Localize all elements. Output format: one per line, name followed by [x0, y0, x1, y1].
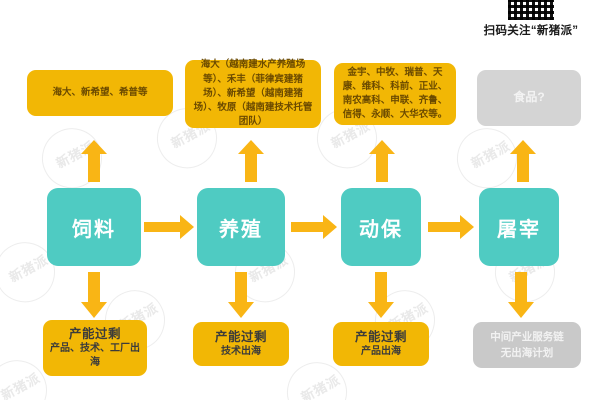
qr-caption: 扫码关注“新猪派” [483, 25, 579, 37]
qr-follow-block[interactable]: 扫码关注“新猪派” [472, 0, 590, 38]
arrow-right-feed-to-breeding [144, 215, 194, 239]
arrow-up-animal-health [369, 140, 395, 182]
companies-box-slaughter: 食品? [477, 70, 581, 126]
arrow-down-animal-health [368, 272, 394, 318]
stage-box-animal-health[interactable]: 动保 [341, 188, 421, 266]
arrow-down-slaughter [508, 272, 534, 318]
watermark: 新猪派 [446, 117, 528, 199]
outcome-title: 产能过剩 [354, 329, 407, 344]
watermark-text: 新猪派 [6, 252, 51, 286]
outcome-box-feed: 产能过剩 产品、技术、工厂出海 [43, 320, 147, 376]
watermark-text: 新猪派 [468, 138, 513, 172]
arrow-down-breeding [228, 272, 254, 318]
outcome-title: 产能过剩 [214, 329, 267, 344]
stage-box-breeding[interactable]: 养殖 [197, 188, 285, 266]
watermark: 新猪派 [276, 351, 358, 400]
stage-box-feed[interactable]: 饲料 [47, 188, 141, 266]
arrow-right-animal-health-to-slaughter [428, 215, 474, 239]
outcome-title: 产能过剩 [68, 326, 121, 341]
outcome-box-breeding: 产能过剩 技术出海 [193, 322, 289, 366]
watermark-text: 新猪派 [298, 372, 343, 400]
outcome-subtitle: 产品出海 [361, 346, 401, 358]
qr-code-icon[interactable] [508, 0, 554, 20]
arrow-up-feed [81, 140, 107, 182]
companies-box-breeding: 海大（越南建水产养殖场等）、禾丰（菲律宾建猪场）、新希望（越南建猪场）、牧原（越… [185, 59, 321, 128]
watermark: 新猪派 [0, 231, 66, 313]
arrow-down-feed [81, 272, 107, 318]
arrow-up-slaughter [510, 140, 536, 182]
companies-box-animal-health: 金宇、中牧、瑞普、天康、维科、科前、正业、南农高科、申联、齐鲁、信得、永顺、大华… [334, 63, 456, 125]
outcome-box-slaughter: 中间产业服务链 无出海计划 [473, 322, 581, 368]
stage-box-slaughter[interactable]: 屠宰 [479, 188, 559, 266]
watermark: 新猪派 [0, 349, 58, 400]
arrow-right-breeding-to-animal-health [291, 215, 337, 239]
arrow-up-breeding [238, 140, 264, 182]
companies-box-feed: 海大、新希望、希普等 [27, 70, 173, 116]
outcome-subtitle-line1: 中间产业服务链 [490, 330, 564, 343]
outcome-subtitle: 技术出海 [221, 346, 261, 358]
outcome-subtitle-line2: 无出海计划 [500, 347, 554, 359]
outcome-box-animal-health: 产能过剩 产品出海 [333, 322, 429, 366]
outcome-subtitle: 产品、技术、工厂出海 [50, 343, 140, 369]
watermark-text: 新猪派 [0, 370, 43, 400]
